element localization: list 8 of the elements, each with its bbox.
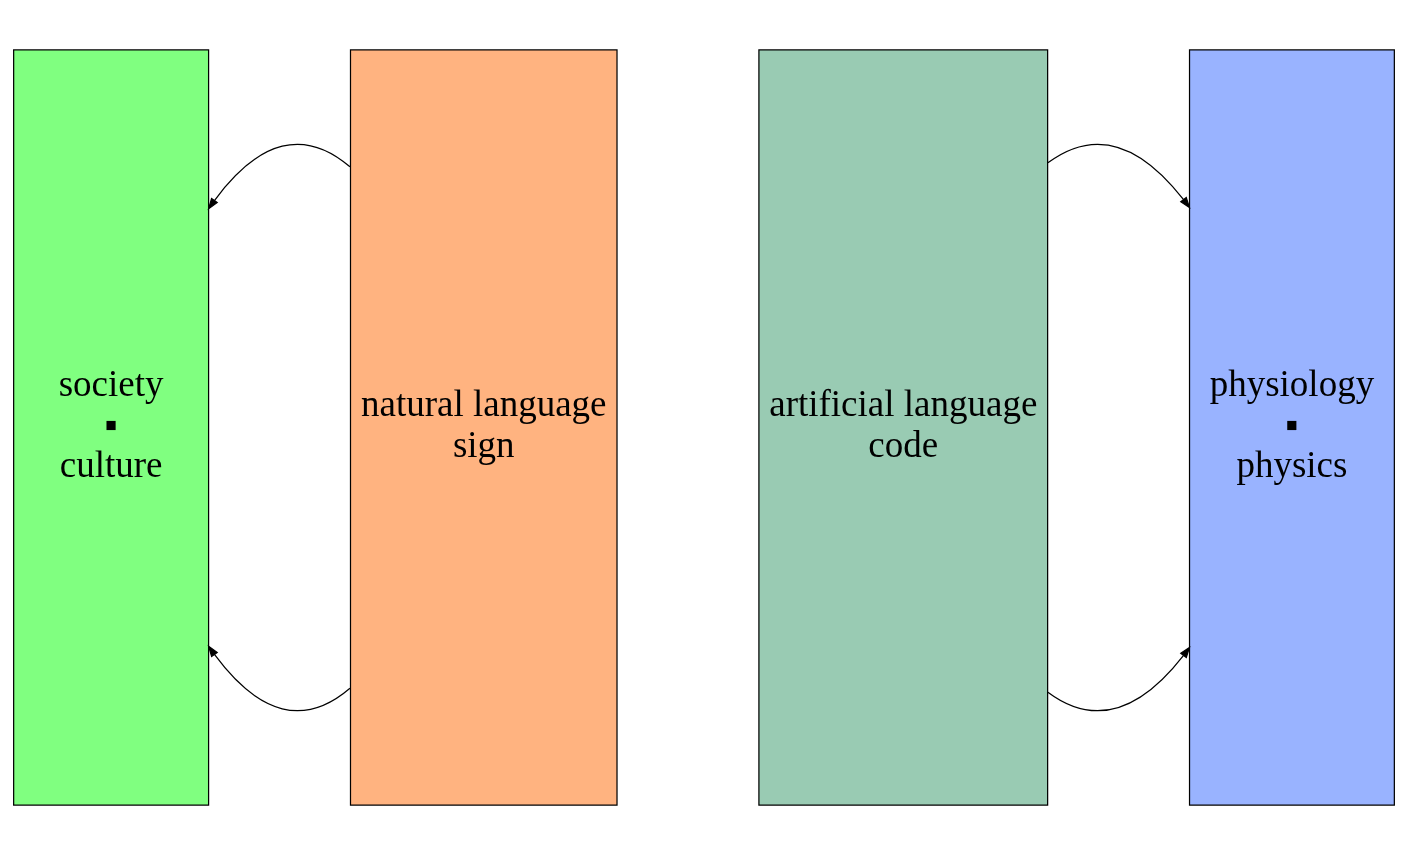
- node-box: natural language sign: [349, 48, 618, 806]
- arrow: [1047, 645, 1191, 711]
- node-box: physiology ▪ physics: [1188, 48, 1395, 806]
- node-box: society ▪ culture: [13, 48, 210, 806]
- arrow: [1047, 143, 1191, 209]
- arrow: [207, 644, 351, 711]
- node-box: artificial language code: [758, 48, 1049, 806]
- arrow: [207, 143, 351, 210]
